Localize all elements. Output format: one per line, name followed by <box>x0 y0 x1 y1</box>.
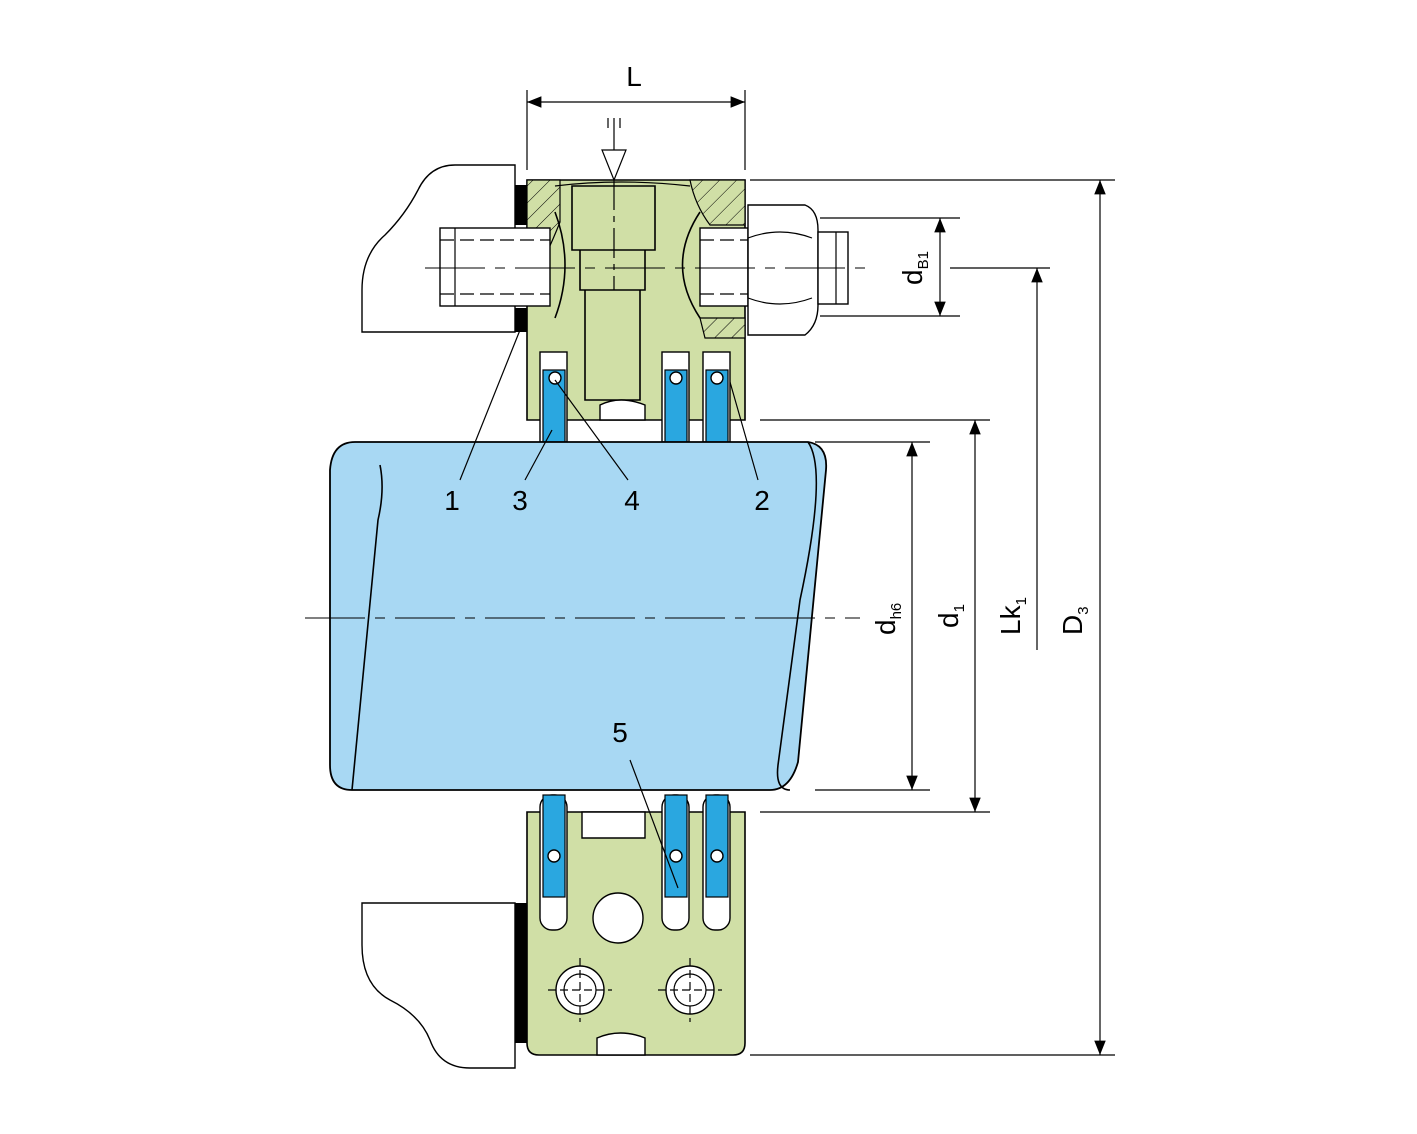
dim-L: L <box>526 61 746 170</box>
dim-L-label: L <box>626 61 642 92</box>
dim-d1: d1 <box>933 420 981 812</box>
dim-dB1: dB1 <box>820 217 960 317</box>
callout-1: 1 <box>444 324 523 516</box>
dim-d1-label: d1 <box>933 604 968 628</box>
svg-text:4: 4 <box>624 485 640 516</box>
callout-4: 4 <box>554 379 640 516</box>
dim-dB1-label: dB1 <box>897 251 932 285</box>
callout-3: 3 <box>512 429 553 516</box>
callout-2: 2 <box>729 381 770 516</box>
svg-text:3: 3 <box>512 485 528 516</box>
lower-seal-rings <box>539 794 731 931</box>
dim-D3-label: D3 <box>1057 606 1092 635</box>
dim-Lk1: Lk1 <box>995 268 1043 650</box>
callout-5: 5 <box>612 717 679 889</box>
machine-wall-lower <box>361 902 527 1069</box>
inlet-arrow <box>601 118 627 290</box>
dim-dh6: dh6 <box>870 442 918 790</box>
dim-D3: D3 <box>1057 180 1106 1055</box>
svg-text:5: 5 <box>612 717 628 748</box>
upper-seal-rings <box>539 351 731 443</box>
tie-bolt <box>439 227 749 307</box>
svg-text:2: 2 <box>754 485 770 516</box>
shaft <box>329 441 828 791</box>
upper-housing <box>526 179 746 421</box>
dim-Lk1-label: Lk1 <box>995 597 1030 635</box>
dim-dh6-label: dh6 <box>870 603 905 635</box>
lower-housing <box>526 811 746 1056</box>
svg-text:1: 1 <box>444 485 460 516</box>
